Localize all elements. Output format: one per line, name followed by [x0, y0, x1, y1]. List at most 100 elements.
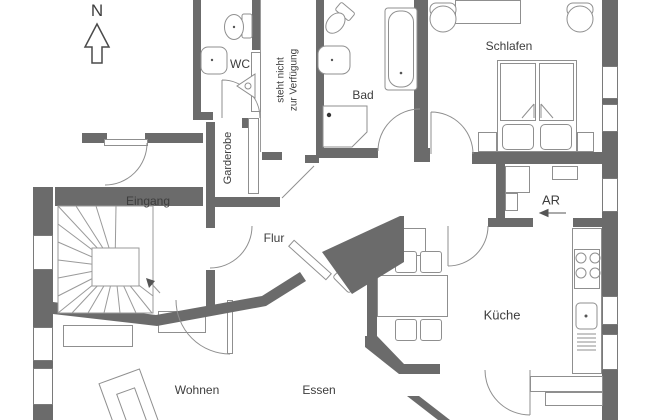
wall-segment	[602, 99, 618, 104]
wall-segment	[193, 0, 201, 114]
wall-mirror	[288, 239, 332, 281]
wall-segment	[316, 148, 378, 158]
room-label-garderobe: Garderobe	[222, 131, 234, 185]
wall-segment	[262, 152, 282, 160]
wall-segment	[573, 218, 603, 227]
stair-direction-arrow	[146, 278, 155, 288]
wall-segment	[206, 270, 215, 315]
window	[602, 104, 618, 132]
wardrobe	[248, 118, 259, 194]
garderobe-door-leaf	[281, 165, 315, 199]
wohnen-door-arc	[175, 299, 231, 355]
stair-door-arc	[209, 225, 253, 269]
wall-segment	[602, 325, 618, 334]
wall-segment	[215, 197, 280, 207]
window	[602, 296, 618, 325]
diagonal-wall	[322, 216, 404, 294]
shelf	[505, 193, 518, 211]
sink-drainboard	[577, 333, 596, 351]
bathtub-drain	[399, 71, 403, 75]
wall-segment	[33, 405, 53, 420]
diagonal-wall	[365, 336, 440, 374]
room-label-eingang: Eingang	[125, 194, 171, 208]
wall-segment	[33, 361, 53, 368]
washbasin	[200, 46, 228, 75]
nightstand	[577, 132, 594, 152]
sideboard	[63, 325, 133, 347]
burner	[575, 267, 587, 279]
wall-segment	[305, 155, 319, 163]
window	[33, 368, 53, 405]
burner	[589, 252, 601, 264]
wall-segment	[602, 0, 618, 66]
winder-staircase	[57, 205, 161, 314]
diagonal-wall	[407, 396, 450, 420]
chair	[395, 319, 417, 341]
room-label-ar: AR	[541, 192, 561, 208]
dining-table	[377, 275, 448, 317]
pillow	[502, 124, 534, 150]
corner-basin-bowl	[244, 82, 252, 90]
wall-segment	[414, 148, 430, 162]
room-label-flur: Flur	[263, 231, 285, 245]
window	[602, 66, 618, 99]
wall-segment	[367, 278, 377, 342]
armchair	[429, 5, 457, 33]
wall-segment	[55, 187, 203, 206]
toilet-detail	[232, 25, 236, 29]
chair	[420, 319, 442, 341]
north-label: N	[90, 1, 104, 20]
wall-segment	[252, 0, 260, 50]
entry-door-arc	[104, 142, 148, 186]
shelf	[552, 166, 578, 180]
blanket-fold	[540, 103, 554, 119]
window	[33, 235, 53, 270]
room-label-wc: WC	[230, 57, 250, 71]
shower	[322, 105, 368, 148]
entry-door-leaf	[104, 139, 148, 146]
washbasin-drain	[210, 58, 214, 62]
chair	[420, 251, 442, 273]
stair-landing	[91, 247, 140, 287]
kitchen-counter	[545, 392, 603, 406]
bathtub-inner	[388, 10, 414, 88]
desk	[455, 0, 521, 24]
wall-segment	[488, 218, 533, 227]
kueche-door	[447, 225, 489, 267]
sink-drain	[584, 314, 588, 318]
armchair	[566, 5, 594, 33]
wall-segment	[206, 122, 215, 198]
wall-segment	[602, 212, 618, 296]
pillow	[540, 124, 572, 150]
wall-segment	[206, 198, 215, 228]
wall-segment	[33, 187, 53, 235]
wall-segment	[602, 132, 618, 178]
room-label-bad: Bad	[352, 88, 374, 102]
schlafen-door	[430, 111, 474, 155]
wall-segment	[496, 164, 505, 220]
washbasin	[317, 45, 351, 75]
room-label-essen: Essen	[302, 383, 336, 397]
toilet	[325, 2, 355, 34]
ar-door-arrow	[538, 208, 566, 218]
window	[33, 327, 53, 361]
wall-segment	[472, 152, 602, 164]
burner	[589, 267, 601, 279]
north-arrow-icon	[83, 22, 111, 64]
room-label-wohnen: Wohnen	[174, 383, 220, 397]
nightstand	[478, 132, 497, 152]
washbasin-drain	[330, 58, 334, 62]
room-label-unavailable: steht nicht zur Verfügung	[275, 48, 300, 112]
window	[602, 334, 618, 370]
window	[602, 178, 618, 212]
wall-segment	[82, 133, 107, 143]
room-label-kueche: Küche	[483, 307, 521, 323]
blanket-fold	[521, 103, 535, 119]
wall-segment	[602, 370, 618, 420]
wall-segment	[193, 112, 213, 120]
shower-drain	[326, 112, 332, 118]
wall-segment	[33, 270, 53, 327]
burner	[575, 252, 587, 264]
